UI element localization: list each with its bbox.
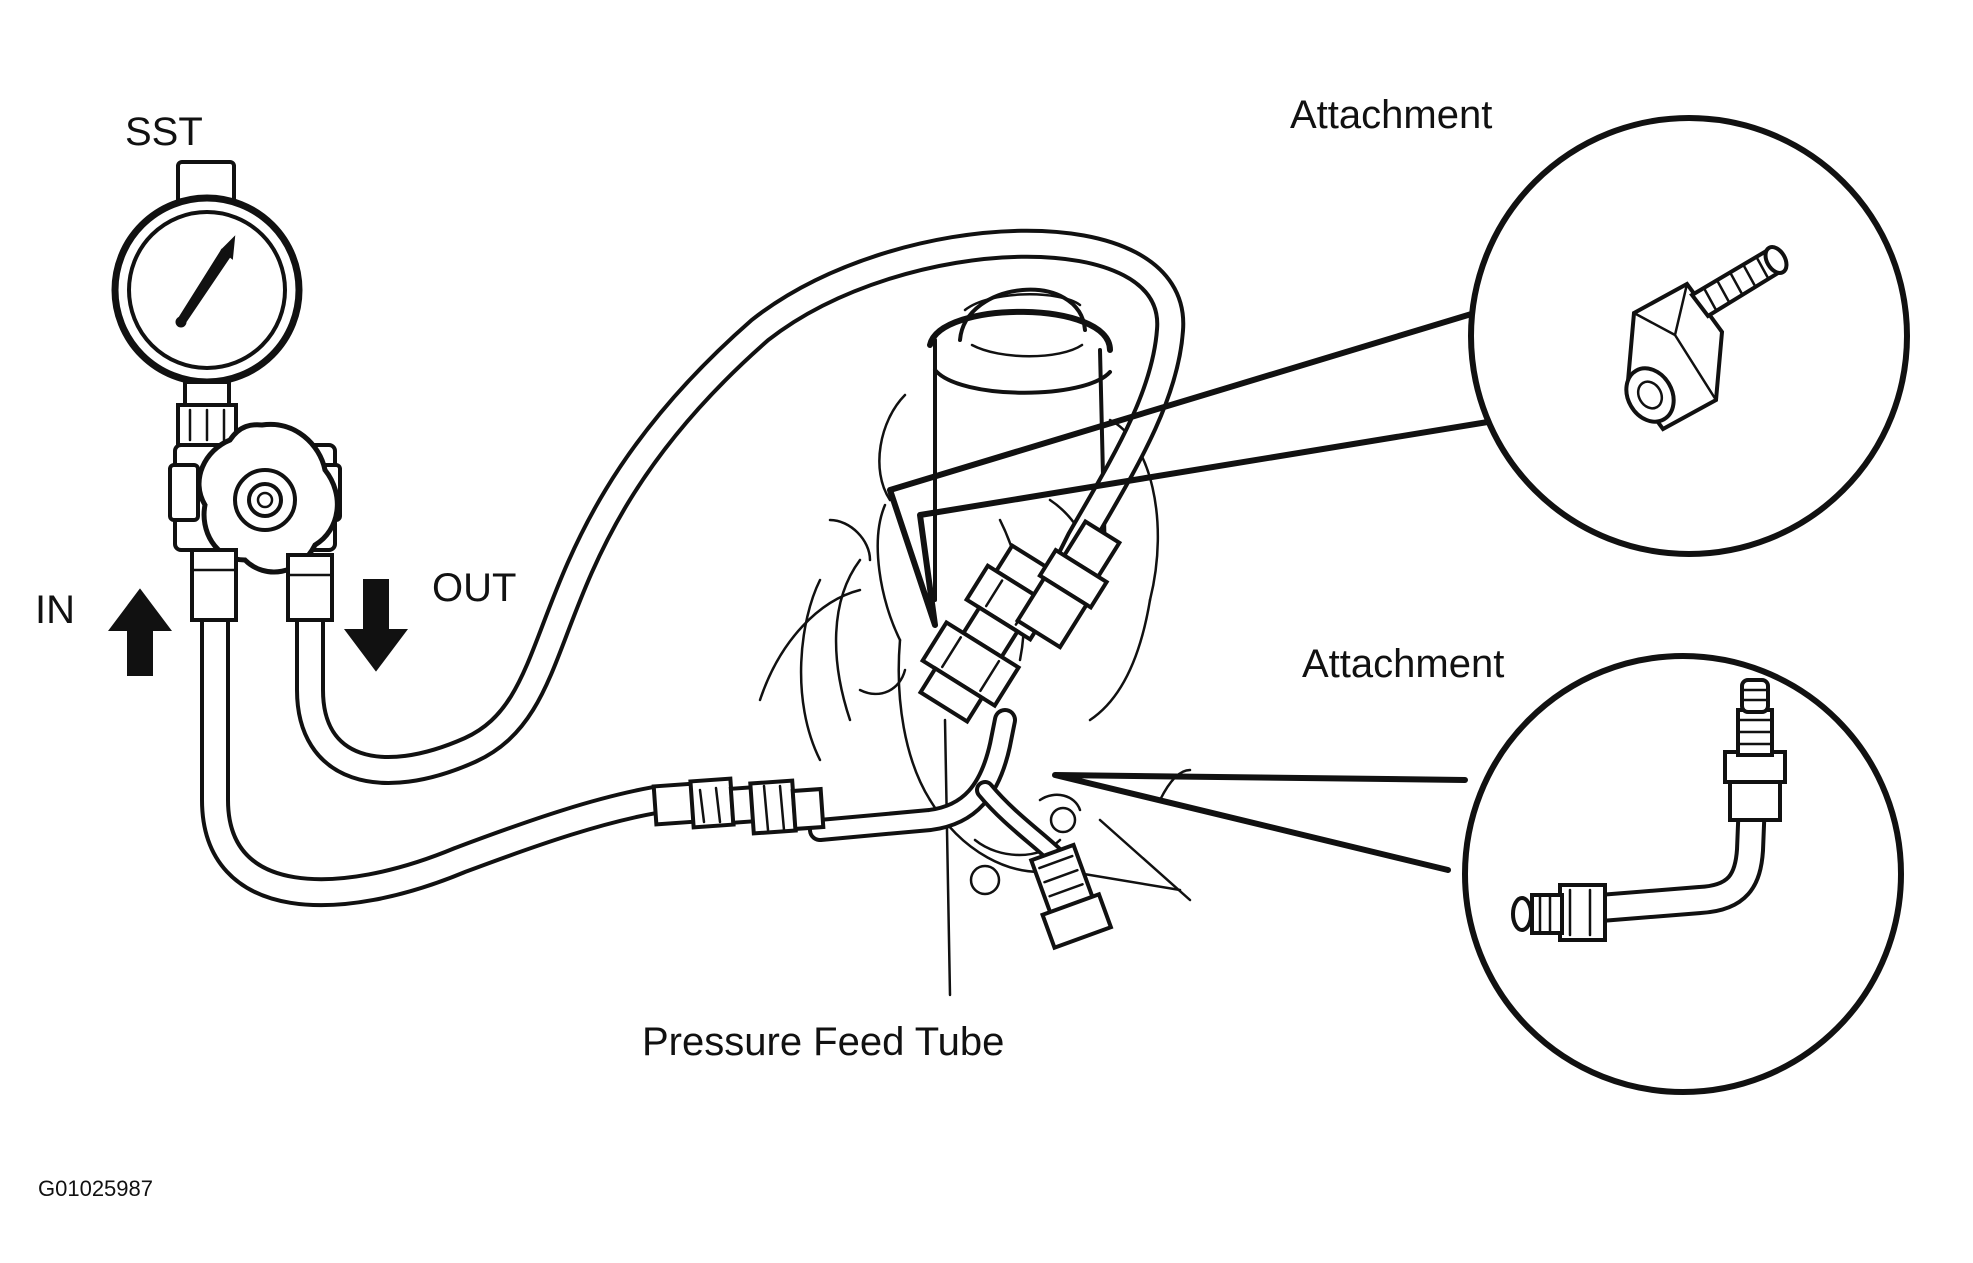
pressure-feed-tube-label: Pressure Feed Tube bbox=[642, 1020, 1005, 1064]
in-hose bbox=[200, 605, 670, 908]
pump-housing bbox=[758, 287, 1192, 997]
in-label: IN bbox=[35, 588, 75, 632]
attachment-callout-top bbox=[887, 115, 1910, 628]
sst-pressure-gauge bbox=[111, 160, 342, 622]
attachment-callout-bottom bbox=[1052, 653, 1904, 1095]
adapter-attachment-icon bbox=[1624, 245, 1789, 432]
arrow-down-icon bbox=[344, 579, 408, 672]
tube-union-fittings bbox=[651, 776, 826, 836]
pump-outlet-fittings bbox=[917, 518, 1123, 951]
attachment-top-label: Attachment bbox=[1290, 93, 1493, 137]
elbow-tube-attachment-icon bbox=[1511, 678, 1787, 942]
out-hose bbox=[295, 228, 1186, 785]
attachment-bottom-label: Attachment bbox=[1302, 642, 1505, 686]
figure-code: G01025987 bbox=[38, 1176, 153, 1201]
out-label: OUT bbox=[432, 566, 517, 610]
sst-label: SST bbox=[125, 110, 203, 154]
arrow-up-icon bbox=[108, 588, 172, 676]
pressure-feed-tube bbox=[808, 708, 1070, 870]
